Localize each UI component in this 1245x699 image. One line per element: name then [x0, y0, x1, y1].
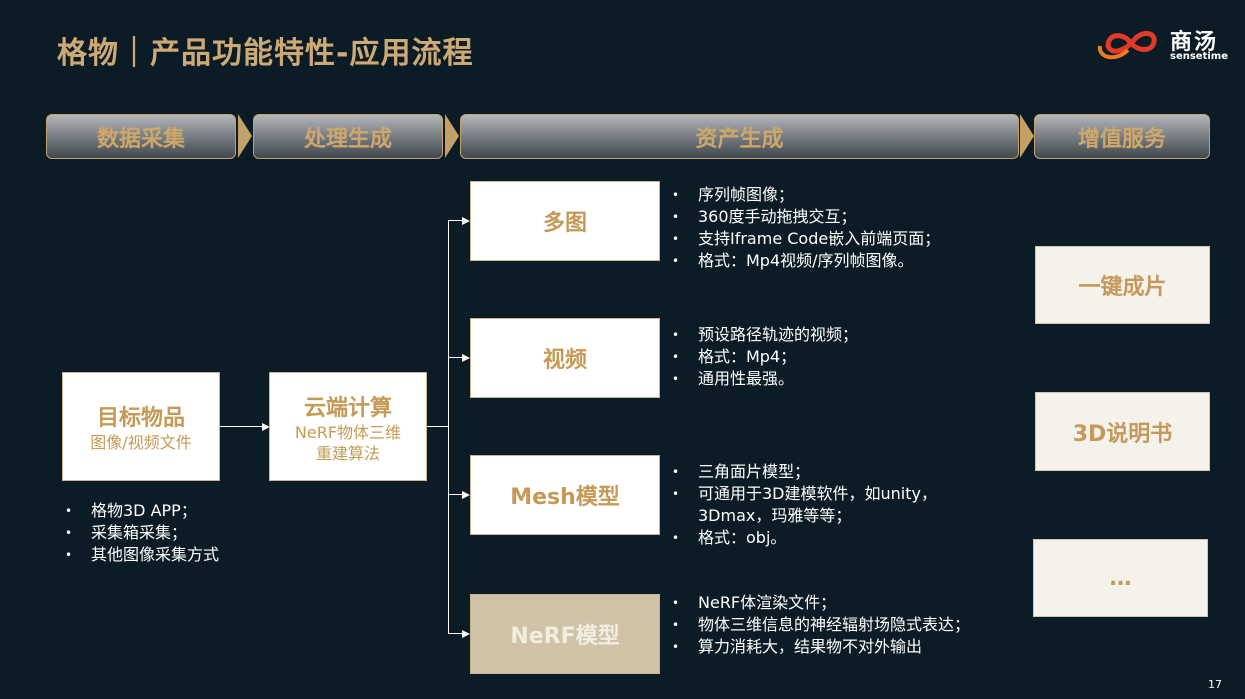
- source-subtitle: 图像/视频文件: [90, 433, 192, 452]
- logo-cn-text: 商汤: [1170, 30, 1219, 55]
- source-bullets: 格物3D APP； 采集箱采集； 其他图像采集方式: [63, 500, 219, 566]
- arrow-head-icon: [462, 354, 470, 362]
- arrow-head-icon: [462, 491, 470, 499]
- list-item: 算力消耗大，结果物不对外输出: [670, 636, 970, 658]
- stage-processing: 处理生成: [253, 114, 443, 159]
- service-box-one-click: 一键成片: [1035, 246, 1210, 324]
- asset-bullets-mesh: 三角面片模型； 可通用于3D建模软件，如unity，3Dmax，玛雅等等； 格式…: [670, 461, 970, 549]
- list-item: 360度手动拖拽交互；: [670, 206, 990, 228]
- list-item: 通用性最强。: [670, 368, 990, 390]
- branch-line: [448, 220, 462, 221]
- asset-label: Mesh模型: [510, 485, 620, 510]
- branch-line: [448, 633, 462, 634]
- service-box-more: …: [1033, 539, 1208, 617]
- list-item: 格式：Mp4；: [670, 346, 990, 368]
- stage-chevron-icon: [1020, 114, 1034, 158]
- list-item: 格式：obj。: [670, 527, 970, 549]
- arrow-head-icon: [262, 423, 270, 431]
- branch-line: [448, 357, 462, 358]
- list-item: 格物3D APP；: [63, 500, 219, 522]
- arrow-head-icon: [462, 217, 470, 225]
- page-number: 17: [1208, 678, 1222, 691]
- list-item: 采集箱采集；: [63, 522, 219, 544]
- compute-line2: 重建算法: [315, 443, 380, 463]
- list-item: 其他图像采集方式: [63, 544, 219, 566]
- stage-asset-generation: 资产生成: [460, 114, 1019, 159]
- list-item: 格式：Mp4视频/序列帧图像。: [670, 250, 990, 272]
- source-box: 目标物品 图像/视频文件: [62, 372, 220, 481]
- sensetime-logo-icon: [1097, 31, 1157, 60]
- stage-chevron-icon: [445, 114, 459, 158]
- list-item: 序列帧图像；: [670, 184, 990, 206]
- page-title: 格物｜产品功能特性-应用流程: [57, 36, 474, 71]
- branch-line: [427, 426, 449, 427]
- list-item: 可通用于3D建模软件，如unity，3Dmax，玛雅等等；: [670, 483, 970, 527]
- compute-title: 云端计算: [303, 395, 392, 421]
- branch-trunk: [448, 220, 449, 634]
- list-item: 三角面片模型；: [670, 461, 970, 483]
- list-item: 预设路径轨迹的视频；: [670, 324, 990, 346]
- flow-arrow-line: [220, 426, 262, 427]
- asset-label: NeRF模型: [510, 624, 620, 649]
- source-title: 目标物品: [96, 406, 185, 431]
- service-label: …: [1109, 565, 1132, 591]
- service-label: 一键成片: [1078, 275, 1167, 300]
- asset-box-video: 视频: [470, 318, 660, 398]
- branch-line: [448, 494, 462, 495]
- asset-box-nerf: NeRF模型: [470, 594, 660, 674]
- stage-value-added: 增值服务: [1034, 114, 1210, 159]
- list-item: NeRF体渲染文件；: [670, 592, 970, 614]
- list-item: 物体三维信息的神经辐射场隐式表达；: [670, 614, 970, 636]
- asset-label: 多图: [542, 211, 587, 236]
- service-box-3d-manual: 3D说明书: [1035, 392, 1210, 471]
- asset-box-multi-image: 多图: [470, 181, 660, 261]
- logo-en-text: sensetime: [1170, 51, 1228, 62]
- list-item: 支持Iframe Code嵌入前端页面；: [670, 228, 990, 250]
- asset-label: 视频: [542, 348, 587, 373]
- stage-data-collection: 数据采集: [46, 114, 236, 159]
- asset-bullets-nerf: NeRF体渲染文件； 物体三维信息的神经辐射场隐式表达； 算力消耗大，结果物不对…: [670, 592, 970, 658]
- asset-bullets-multi-image: 序列帧图像； 360度手动拖拽交互； 支持Iframe Code嵌入前端页面； …: [670, 184, 990, 272]
- arrow-head-icon: [462, 630, 470, 638]
- service-label: 3D说明书: [1072, 421, 1173, 447]
- compute-line1: NeRF物体三维: [294, 422, 402, 442]
- asset-bullets-video: 预设路径轨迹的视频； 格式：Mp4； 通用性最强。: [670, 324, 990, 390]
- asset-box-mesh: Mesh模型: [470, 455, 660, 535]
- compute-box: 云端计算 NeRF物体三维 重建算法: [269, 372, 427, 481]
- stage-chevron-icon: [238, 114, 252, 158]
